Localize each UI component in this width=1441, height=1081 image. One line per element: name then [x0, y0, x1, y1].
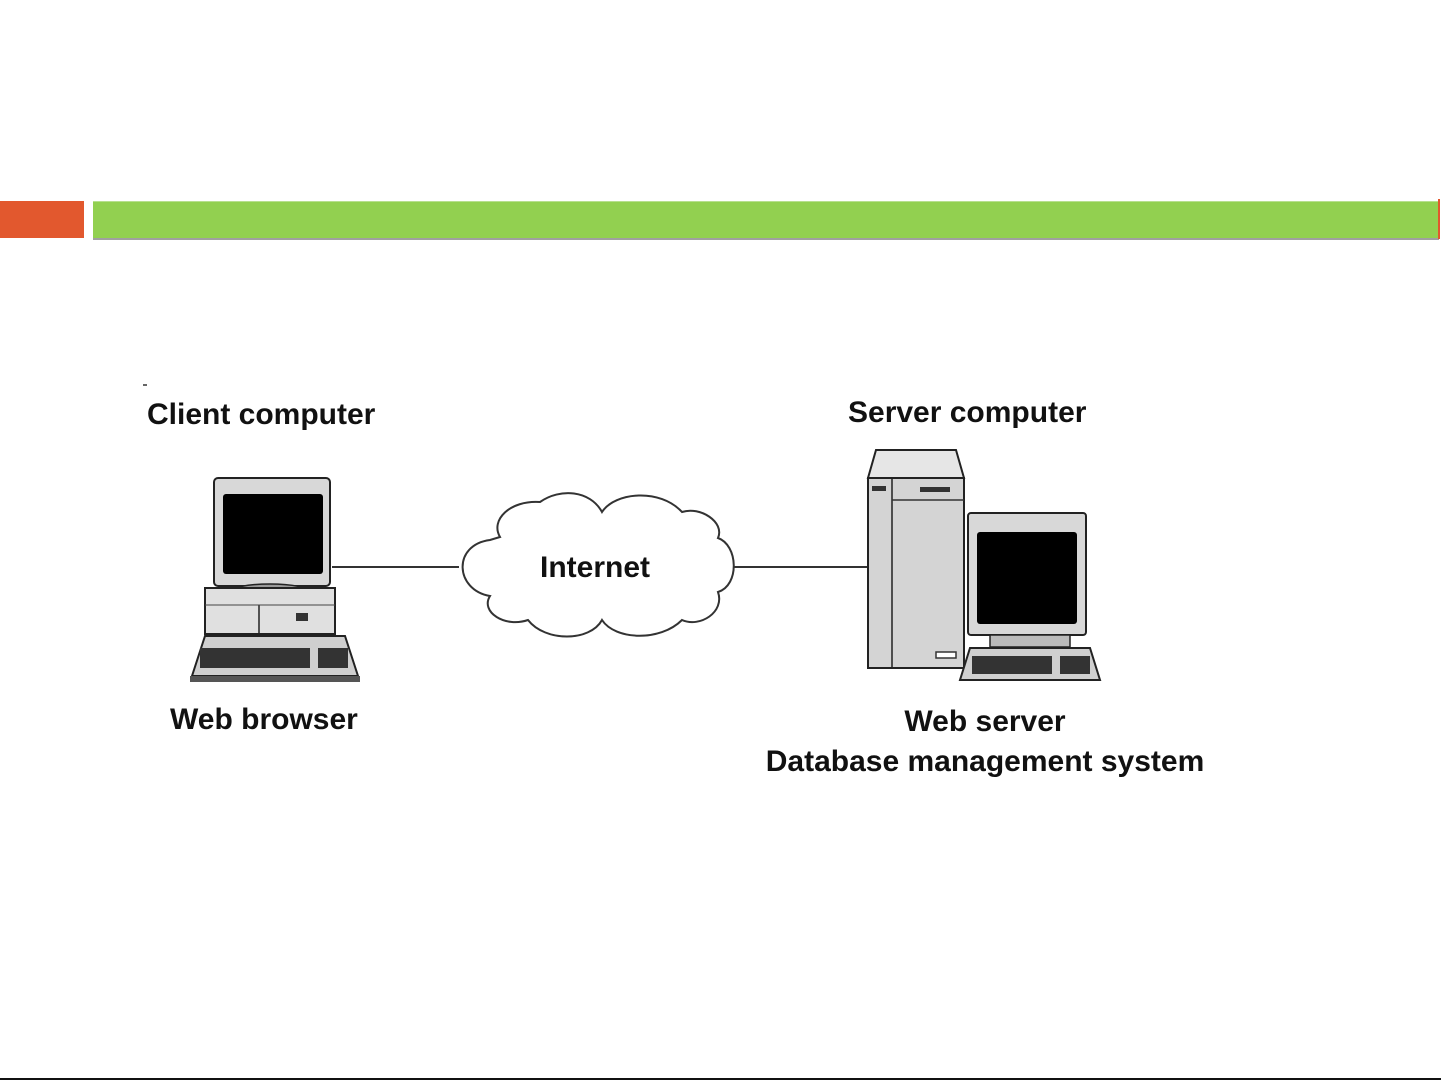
server-tower-icon [868, 450, 964, 668]
internet-label: Internet [540, 551, 650, 584]
slide-bottom-border [0, 1078, 1441, 1080]
desktop-computer-icon [190, 478, 360, 682]
cloud-icon: Internet [463, 493, 734, 636]
server-monitor-icon [960, 513, 1100, 680]
